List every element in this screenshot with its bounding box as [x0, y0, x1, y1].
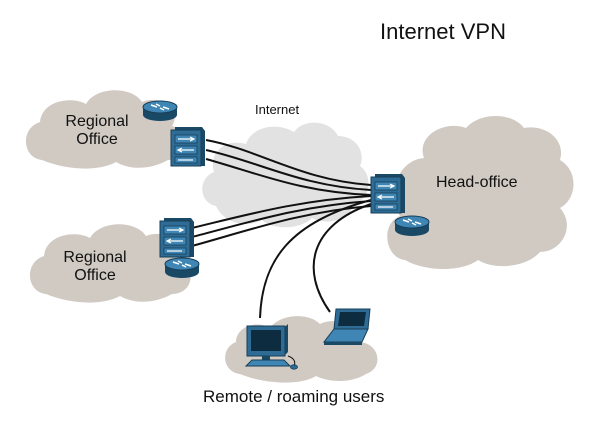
link-regional-office-2-b	[191, 200, 372, 238]
link-regional-office-2-a	[191, 195, 372, 229]
laptop-icon	[322, 308, 371, 345]
remote-users-label: Remote / roaming users	[203, 387, 385, 406]
link-regional-office-1-a	[205, 139, 372, 186]
head-office-router-icon	[394, 215, 430, 237]
regional-office-1-router-icon	[142, 100, 178, 122]
head-office-cloud	[387, 116, 574, 269]
link-remote-laptop	[312, 203, 372, 313]
diagram-title: Internet VPN	[380, 19, 506, 44]
desktop-computer-icon	[244, 324, 298, 370]
head-office-label: Head-office	[436, 174, 518, 191]
regional-office-2-router-icon	[164, 257, 200, 279]
internet-label: Internet	[255, 102, 300, 117]
regional-office-2-label: Regional Office	[63, 249, 127, 284]
regional-office-1-firewall-icon	[170, 126, 206, 167]
link-regional-office-1-b	[205, 149, 372, 191]
link-regional-office-1-c	[205, 158, 372, 196]
link-remote-desktop	[259, 199, 372, 319]
regional-office-2-firewall-icon	[159, 217, 195, 258]
vpn-links	[191, 139, 372, 319]
regional-office-2-cloud	[29, 224, 191, 303]
regional-office-1-label: Regional Office	[65, 113, 129, 148]
head-office-firewall-icon	[370, 173, 406, 214]
